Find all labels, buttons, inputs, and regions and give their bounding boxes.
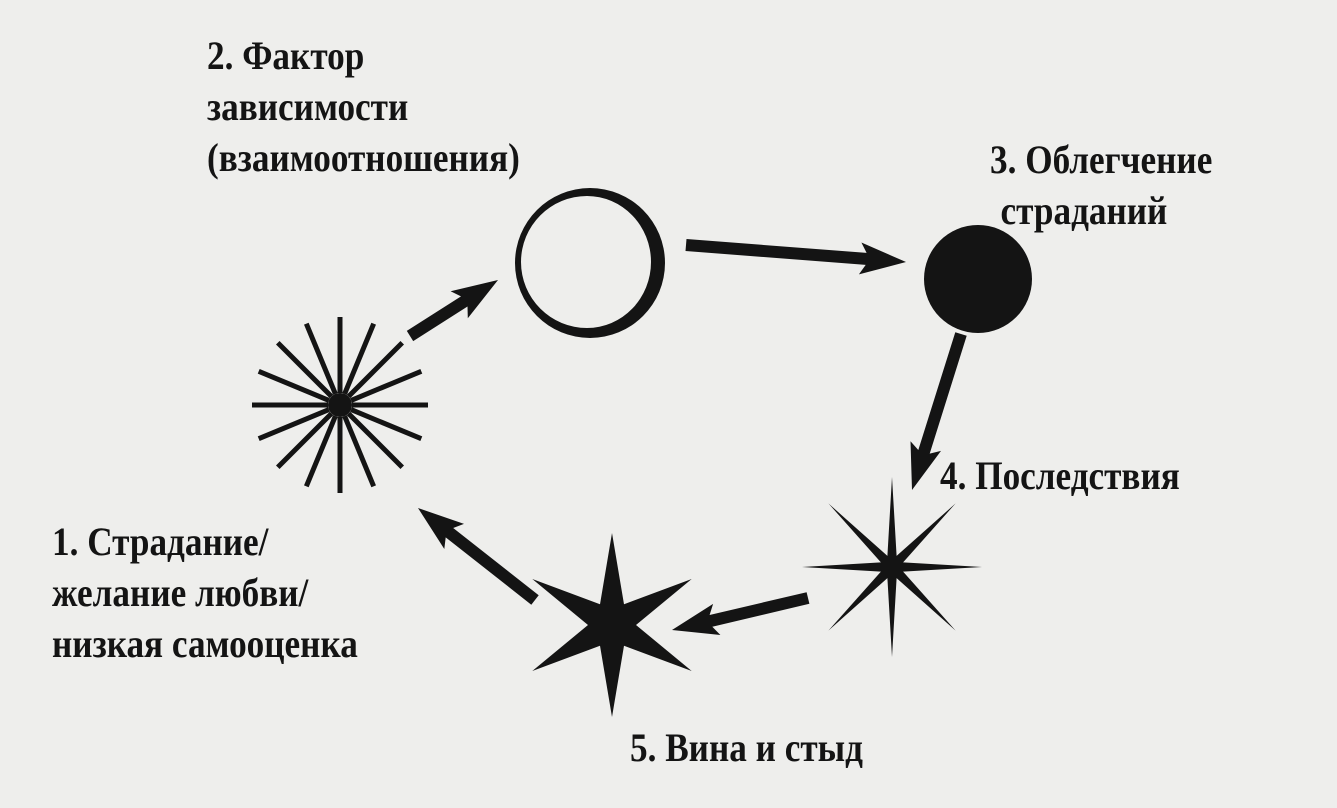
arrow-4-to-5 <box>672 592 810 635</box>
arrow-1-to-2 <box>406 280 498 342</box>
label-line: 3. Облегчение <box>990 137 1213 182</box>
label-line: (взаимоотношения) <box>207 135 520 180</box>
sunburst-ray <box>350 369 423 403</box>
label-stage-5: 5. Вина и стыд <box>630 722 863 773</box>
sunburst-ray <box>350 407 423 441</box>
label-stage-4: 4. Последствия <box>940 450 1180 501</box>
eight-point-star-icon <box>802 477 982 657</box>
sunburst-ray <box>342 415 376 488</box>
open-circle-icon <box>515 188 665 338</box>
label-stage-3: 3. Облегчение страданий <box>990 134 1212 236</box>
label-stage-2: 2. Фактор зависимости (взаимоотношения) <box>207 30 520 183</box>
sunburst-ray <box>257 369 330 403</box>
label-line: зависимости <box>207 84 409 129</box>
label-line: 2. Фактор <box>207 33 365 78</box>
sunburst-ray <box>346 341 404 399</box>
sunburst-ray <box>276 411 334 469</box>
label-line: 4. Последствия <box>940 453 1180 498</box>
six-point-star-icon <box>532 533 692 717</box>
sunburst-ray <box>304 415 338 488</box>
label-line: страданий <box>1000 188 1168 233</box>
sunburst-center <box>328 393 352 417</box>
label-line: 5. Вина и стыд <box>630 725 863 770</box>
arrow-5-to-1 <box>418 508 539 605</box>
arrow-3-to-4 <box>910 332 967 490</box>
sunburst-ray <box>342 322 376 395</box>
label-line: 1. Страдание/ <box>52 519 269 564</box>
label-line: желание любви/ <box>52 570 309 615</box>
sunburst-ray <box>346 411 404 469</box>
sunburst-ray <box>304 322 338 395</box>
sunburst-icon <box>252 317 428 493</box>
label-line: низкая самооценка <box>52 621 358 666</box>
sunburst-ray <box>276 341 334 399</box>
arrow-2-to-3 <box>685 239 906 275</box>
label-stage-1: 1. Страдание/ желание любви/ низкая само… <box>52 516 358 669</box>
sunburst-ray <box>257 407 330 441</box>
filled-circle-icon <box>924 225 1032 333</box>
